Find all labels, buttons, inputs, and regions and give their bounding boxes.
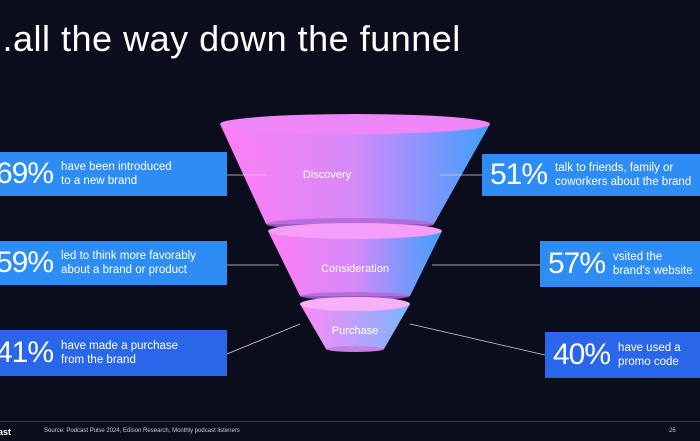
stat-description: have made a purchase from the brand [61, 340, 179, 366]
funnel-rim-consideration [268, 223, 442, 239]
stage-label-purchase: Purchase [331, 325, 379, 337]
stat-description: vsited the brand's website [613, 251, 693, 277]
footer-logo: ast [0, 427, 12, 437]
stat-value: 51% [490, 158, 548, 191]
footer-divider [0, 421, 700, 422]
stat-description: have used a promo code [618, 342, 681, 368]
stat-value: 59% [0, 246, 54, 279]
stat-description: led to think more favorably about a bran… [61, 250, 196, 276]
connector-right-3 [409, 323, 546, 356]
stat-box-talk: 51% talk to friends, family or coworkers… [482, 154, 700, 196]
stat-box-introduced: 69% have been introduced to a new brand [0, 152, 227, 196]
funnel-rim-purchase [300, 297, 410, 311]
stat-box-purchase: 41% have made a purchase from the brand [0, 330, 227, 376]
connector-left-3 [226, 323, 301, 355]
stage-label-consideration: Consideration [321, 263, 389, 275]
stat-value: 69% [0, 157, 54, 190]
stat-description: have been introduced to a new brand [61, 161, 172, 187]
footer-source: Source: Podcast Pulse 2024, Edison Resea… [44, 428, 240, 434]
page-number: 26 [669, 428, 676, 434]
stat-box-website: 57% vsited the brand's website [540, 241, 700, 287]
stat-description: talk to friends, family or coworkers abo… [555, 162, 692, 188]
stage-label-discovery: Discovery [302, 169, 352, 181]
funnel-stage-discovery [220, 124, 490, 224]
stat-value: 57% [548, 247, 606, 280]
page-title: ..all the way down the funnel [0, 18, 461, 59]
stat-value: 40% [553, 338, 611, 371]
funnel-stage-consideration [268, 231, 442, 296]
funnel-rim-discovery [220, 114, 490, 134]
funnel-stage-purchase [300, 304, 410, 349]
stat-box-promo: 40% have used a promo code [545, 332, 700, 378]
stat-box-favorably: 59% led to think more favorably about a … [0, 241, 227, 285]
stat-value: 41% [0, 336, 54, 369]
